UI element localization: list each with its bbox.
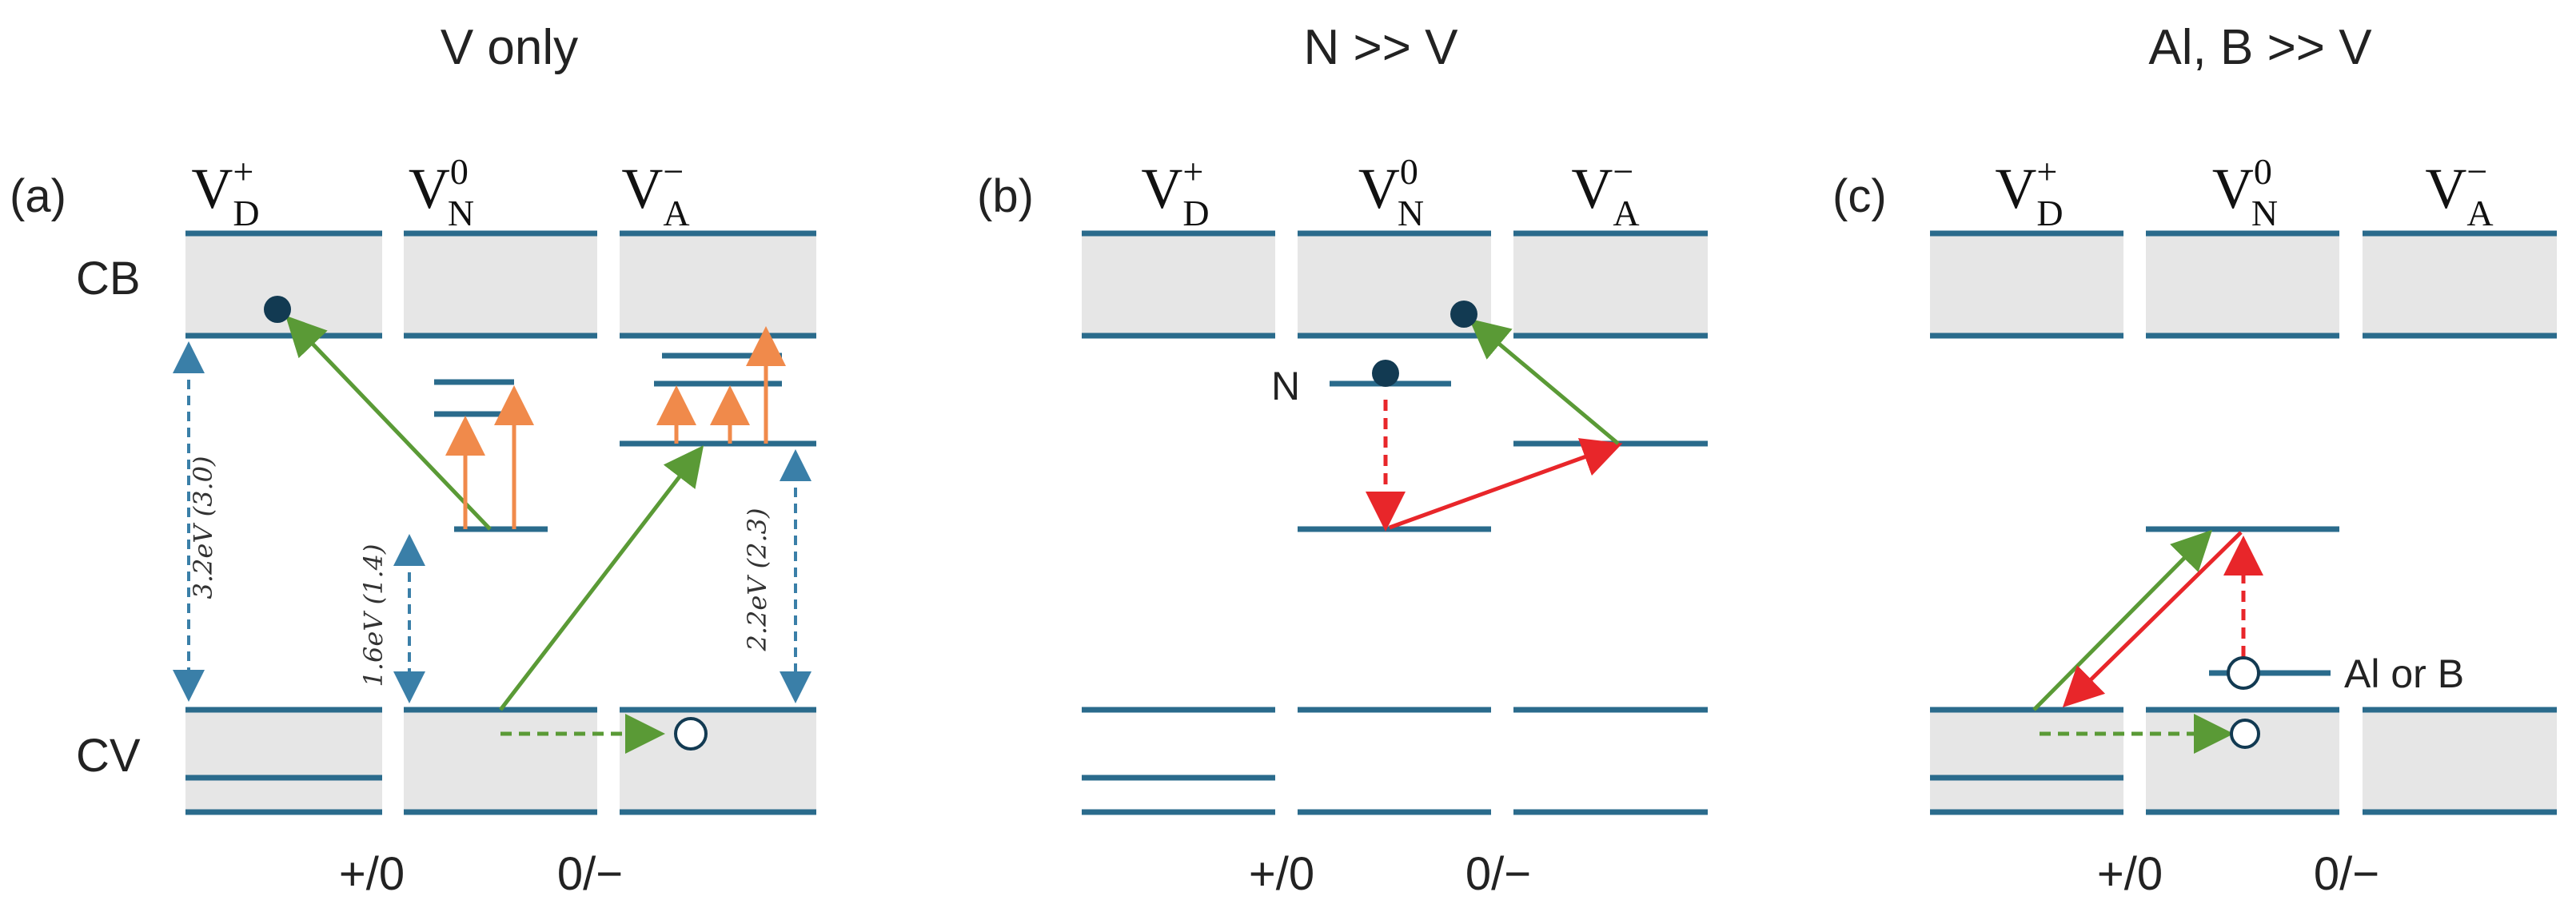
cv-label: CV — [76, 730, 141, 782]
transition-label-plus-zero: +/0 — [2097, 848, 2163, 900]
red-transitions — [2062, 531, 2263, 708]
transition-label-zero-minus: 0/− — [557, 848, 623, 900]
valence-band — [1082, 707, 1708, 815]
transition-label-plus-zero: +/0 — [339, 848, 405, 900]
hole — [674, 717, 708, 751]
valence-band — [1930, 707, 2557, 815]
electron — [1372, 360, 1399, 387]
electron — [1450, 301, 1477, 328]
energy-label-2-2: 2.2eV (2.3) — [742, 508, 772, 652]
n-donor-label: N — [1271, 364, 1300, 408]
conduction-band — [185, 230, 816, 339]
panel-b-title: N >> V — [1304, 20, 1459, 75]
col-header-va-minus: V−A — [1571, 151, 1639, 233]
green-transitions — [285, 315, 704, 754]
valence-band — [185, 707, 816, 815]
panel-a-label: (a) — [10, 170, 66, 222]
red-transitions — [1366, 400, 1623, 532]
hole — [2227, 656, 2260, 690]
energy-label-3-2: 3.2eV (3.0) — [188, 456, 218, 599]
green-transitions — [1469, 318, 1620, 445]
defect-levels — [434, 352, 816, 532]
col-header-vd-plus: V+D — [1141, 151, 1209, 233]
defect-levels — [1298, 380, 1708, 532]
transition-label-zero-minus: 0/− — [2314, 848, 2379, 900]
panel-b-label: (b) — [977, 170, 1034, 222]
col-header-vd-plus: V+D — [191, 151, 259, 233]
transition-label-zero-minus: 0/− — [1465, 848, 1531, 900]
hole — [2230, 719, 2260, 749]
al-b-acceptor-label: Al or B — [2344, 651, 2464, 696]
energy-arrows — [173, 341, 811, 703]
orange-transitions — [445, 326, 786, 529]
conduction-band — [1930, 230, 2557, 339]
cb-label: CB — [76, 253, 141, 305]
electron — [264, 296, 291, 323]
energy-label-1-6: 1.6eV (1.4) — [358, 544, 389, 687]
transition-label-plus-zero: +/0 — [1249, 848, 1314, 900]
panel-c-title: Al, B >> V — [2148, 20, 2372, 75]
conduction-band — [1082, 230, 1708, 339]
col-header-va-minus: V−A — [621, 151, 689, 233]
green-transitions — [2032, 529, 2234, 754]
panel-c-label: (c) — [1832, 170, 1887, 222]
panel-a-title: V only — [441, 20, 578, 75]
col-header-vd-plus: V+D — [1995, 151, 2063, 233]
col-header-va-minus: V−A — [2425, 151, 2493, 233]
